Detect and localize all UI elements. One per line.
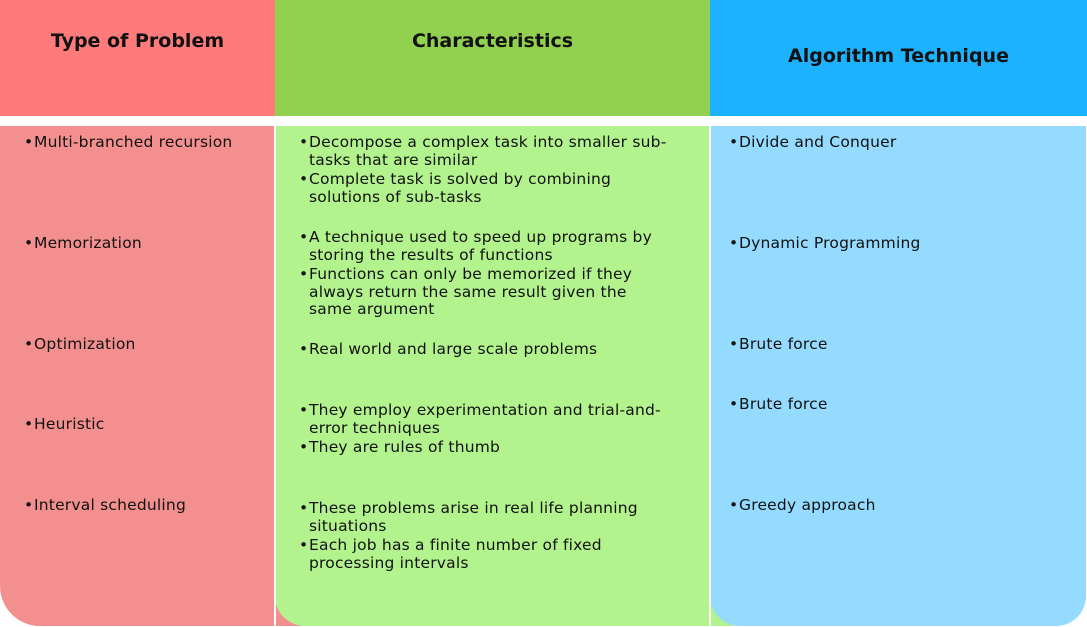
problem-item: Interval scheduling: [24, 496, 269, 515]
technique-cell: Greedy approach: [729, 496, 1069, 517]
characteristic-item: These problems arise in real life planni…: [299, 499, 669, 535]
technique-item: Brute force: [729, 395, 1069, 414]
technique-item: Greedy approach: [729, 496, 1069, 515]
technique-item: Dynamic Programming: [729, 234, 1069, 253]
problem-cell: Multi-branched recursion: [24, 133, 269, 154]
characteristics-cell: They employ experimentation and trial-an…: [299, 401, 669, 459]
technique-cell: Brute force: [729, 395, 1069, 416]
technique-item: Brute force: [729, 335, 1069, 354]
characteristic-item: Real world and large scale problems: [299, 340, 669, 359]
characteristic-item: They employ experimentation and trial-an…: [299, 401, 669, 437]
header-type-of-problem-label: Type of Problem: [50, 30, 225, 52]
header-type-of-problem: Type of Problem: [0, 0, 275, 116]
technique-cell: Brute force: [729, 335, 1069, 356]
problem-panel: [0, 126, 322, 626]
header-characteristics: Characteristics: [275, 0, 710, 116]
characteristics-cell: Decompose a complex task into smaller su…: [299, 133, 669, 208]
technique-panel: [710, 126, 1086, 626]
problem-cell: Interval scheduling: [24, 496, 269, 517]
characteristics-cell: Real world and large scale problems: [299, 340, 669, 361]
characteristic-item: They are rules of thumb: [299, 438, 669, 457]
problem-cell: Memorization: [24, 234, 269, 255]
characteristics-cell: These problems arise in real life planni…: [299, 499, 669, 574]
header-characteristics-label: Characteristics: [411, 30, 574, 52]
problem-cell: Optimization: [24, 335, 269, 356]
problem-item: Multi-branched recursion: [24, 133, 269, 152]
characteristic-item: Each job has a finite number of fixed pr…: [299, 536, 669, 572]
characteristic-item: Functions can only be memorized if they …: [299, 265, 669, 319]
problem-cell: Heuristic: [24, 415, 269, 436]
technique-cell: Dynamic Programming: [729, 234, 1069, 255]
characteristics-cell: A technique used to speed up programs by…: [299, 228, 669, 321]
characteristic-item: Complete task is solved by combining sol…: [299, 170, 669, 206]
panel-divider: [274, 126, 276, 626]
header-algorithm-technique: Algorithm Technique: [710, 0, 1087, 116]
technique-item: Divide and Conquer: [729, 133, 1069, 152]
problem-item: Memorization: [24, 234, 269, 253]
technique-cell: Divide and Conquer: [729, 133, 1069, 154]
problem-item: Heuristic: [24, 415, 269, 434]
panel-divider: [709, 126, 711, 626]
problem-item: Optimization: [24, 335, 269, 354]
characteristic-item: Decompose a complex task into smaller su…: [299, 133, 669, 169]
characteristic-item: A technique used to speed up programs by…: [299, 228, 669, 264]
header-algorithm-technique-label: Algorithm Technique: [788, 45, 1009, 67]
